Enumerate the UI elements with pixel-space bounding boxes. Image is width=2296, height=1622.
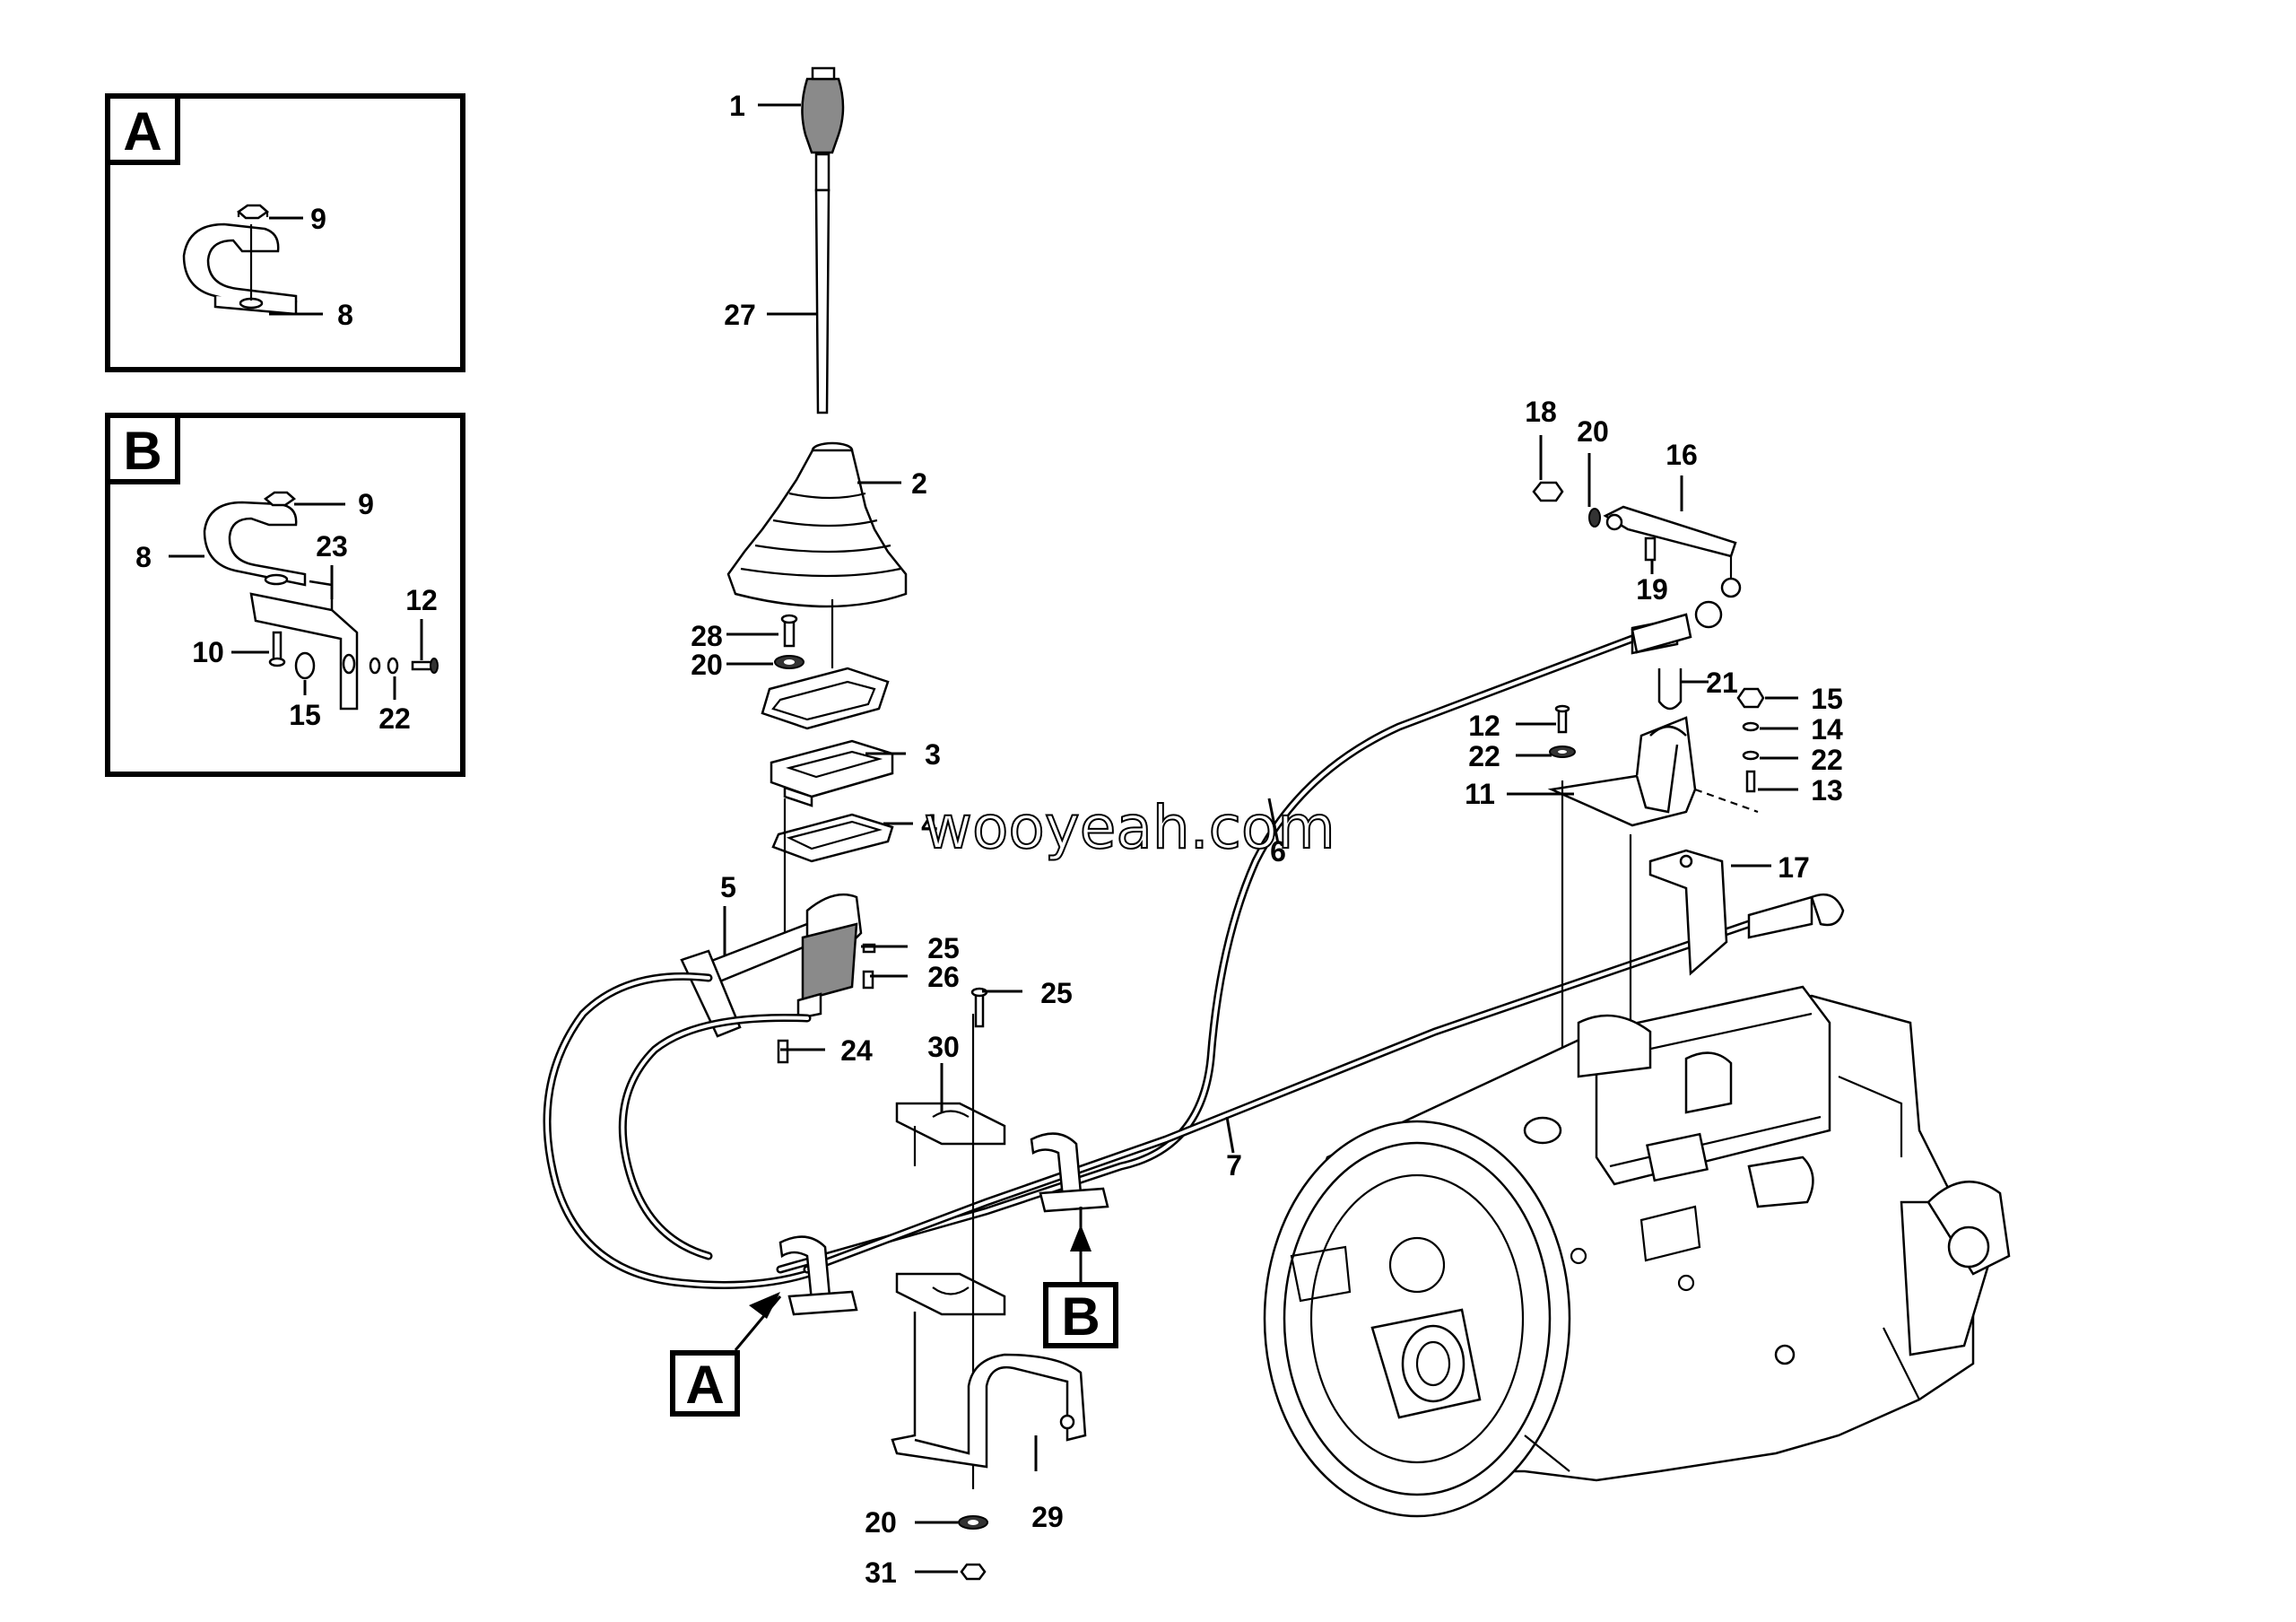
callout-27: 27	[724, 299, 756, 331]
view-b-callout-23: 23	[316, 530, 348, 562]
callout-17: 17	[1778, 851, 1810, 884]
callout-15: 15	[1811, 683, 1843, 715]
washer-icon	[369, 657, 399, 675]
gasket	[771, 813, 894, 863]
callout-25: 25	[1040, 977, 1073, 1009]
callout-labels: 1 27 2 28 20 3 4 5 25 26 25 24 30 6 7 29…	[135, 90, 1843, 1589]
bolt-icon	[862, 970, 874, 990]
callout-13: 13	[1811, 774, 1843, 807]
callout-25: 25	[927, 932, 960, 964]
hex-nut-icon	[960, 1563, 987, 1581]
watermark-text: wooyeah.com	[924, 793, 1335, 862]
nut-icon	[294, 651, 316, 680]
view-a-letter: A	[123, 101, 161, 161]
callout-3: 3	[925, 738, 941, 771]
callout-26: 26	[927, 961, 960, 993]
callout-11: 11	[1465, 778, 1495, 810]
gate-housing	[770, 739, 894, 807]
bolt-icon	[970, 987, 988, 1028]
bolt-icon	[1644, 536, 1657, 562]
callout-20: 20	[691, 649, 723, 681]
bracket-icon	[249, 580, 359, 711]
view-b-callout-8: 8	[135, 541, 152, 573]
clamp-half-lower	[895, 1272, 1006, 1316]
callout-29: 29	[1031, 1501, 1064, 1533]
u-clip	[1657, 668, 1683, 711]
bolt-icon	[411, 658, 439, 674]
cover-plate	[761, 667, 890, 730]
bolt-icon	[862, 943, 876, 954]
view-a-callout-8: 8	[337, 299, 353, 331]
callout-24: 24	[840, 1034, 873, 1067]
washer-icon	[774, 655, 804, 669]
washer-icon	[1588, 508, 1601, 528]
mounting-bracket	[891, 1312, 1087, 1469]
callout-31: 31	[865, 1557, 897, 1589]
callout-16: 16	[1665, 439, 1698, 471]
callout-5: 5	[720, 871, 736, 903]
view-b-callout-9: 9	[358, 488, 374, 520]
washer-icon	[1549, 746, 1576, 758]
bolt-icon	[268, 631, 286, 667]
cable-mount-plate	[1648, 849, 1728, 976]
callout-6: 6	[1270, 835, 1286, 868]
cable-clamp-a	[778, 1235, 858, 1316]
callout-22: 22	[1811, 744, 1843, 776]
callout-18: 18	[1525, 396, 1557, 428]
detail-view-a: A	[105, 93, 465, 372]
bolt-icon	[777, 1039, 789, 1064]
hex-nut-icon	[236, 204, 270, 220]
lever-arm	[1603, 505, 1742, 598]
lever-bracket	[680, 893, 863, 1038]
callout-20: 20	[865, 1506, 897, 1539]
hex-nut-icon	[1736, 687, 1765, 709]
callout-30: 30	[927, 1031, 960, 1063]
washer-icon	[958, 1515, 988, 1530]
p-clip-icon	[182, 222, 298, 316]
view-b-callout-22: 22	[378, 702, 411, 735]
pointer-a-letter: A	[685, 1355, 724, 1415]
gearbox-housing	[1263, 985, 2011, 1518]
clamp-half-upper	[895, 1102, 1006, 1166]
view-b-callout-12: 12	[405, 584, 438, 616]
hex-nut-icon	[1532, 481, 1564, 502]
cable-end-fitting	[1631, 613, 1692, 654]
callout-19: 19	[1636, 573, 1668, 606]
bolt-icon	[1745, 770, 1756, 793]
bolt-icon	[780, 614, 798, 648]
view-b-callout-15: 15	[289, 699, 321, 731]
p-clip-icon	[203, 501, 307, 587]
callout-12: 12	[1468, 710, 1500, 742]
view-b-letter: B	[123, 421, 161, 481]
shift-cables	[543, 634, 1753, 1289]
gaiter-boot	[726, 441, 908, 608]
callout-2: 2	[911, 467, 927, 500]
washer-icon	[1742, 721, 1760, 761]
view-b-callout-10: 10	[192, 636, 224, 668]
pointer-b-letter: B	[1061, 1286, 1100, 1347]
callout-28: 28	[691, 620, 723, 652]
leader-lines	[723, 103, 1798, 1574]
hex-nut-icon	[263, 491, 297, 507]
detail-view-b: B	[105, 413, 465, 777]
cable-end-fitting	[1747, 893, 1845, 939]
cable-clamp-b	[1030, 1132, 1109, 1213]
bolt-icon	[1554, 704, 1570, 734]
callout-7: 7	[1226, 1149, 1242, 1182]
callout-4: 4	[921, 808, 937, 841]
watermark: wooyeah.com	[923, 792, 1336, 863]
view-pointer-a: A	[670, 1292, 782, 1417]
shift-lever-rod	[814, 153, 831, 414]
callout-20: 20	[1577, 415, 1609, 448]
callout-21: 21	[1706, 667, 1738, 699]
callout-14: 14	[1811, 713, 1843, 746]
callout-22: 22	[1468, 740, 1500, 772]
support-bracket	[1547, 716, 1697, 827]
view-a-callout-9: 9	[310, 203, 326, 235]
callout-1: 1	[729, 90, 745, 122]
shift-knob	[801, 66, 845, 154]
view-pointer-b: B	[1043, 1207, 1118, 1348]
